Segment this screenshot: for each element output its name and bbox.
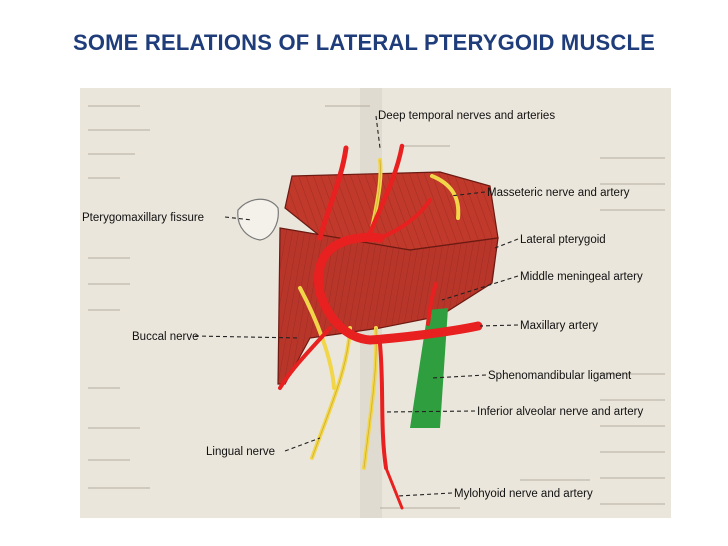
label-lateral-pterygoid: Lateral pterygoid: [520, 234, 606, 246]
slide-title: SOME RELATIONS OF LATERAL PTERYGOID MUSC…: [72, 30, 656, 55]
label-mylohyoid: Mylohyoid nerve and artery: [454, 488, 593, 500]
label-masseteric: Masseteric nerve and artery: [487, 187, 630, 199]
label-deep-temporal: Deep temporal nerves and arteries: [378, 110, 555, 122]
anatomy-diagram: Deep temporal nerves and arteries Masset…: [80, 88, 671, 518]
label-sphenomandibular: Sphenomandibular ligament: [488, 370, 632, 382]
maxillary-artery: [314, 232, 483, 345]
label-inferior-alveolar: Inferior alveolar nerve and artery: [477, 406, 643, 418]
masseteric-nerve: [430, 174, 461, 220]
deep-temporal-artery-2: [365, 143, 405, 241]
leader-lines: [194, 115, 519, 497]
label-buccal: Buccal nerve: [132, 331, 198, 343]
arteries: [278, 143, 483, 510]
inferior-alveolar-artery: [378, 342, 388, 470]
label-maxillary: Maxillary artery: [520, 320, 598, 332]
label-pterygomaxillary: Pterygomaxillary fissure: [82, 212, 204, 224]
label-lingual: Lingual nerve: [206, 446, 275, 458]
mylohyoid-artery: [384, 466, 404, 510]
deep-temporal-artery-1: [317, 145, 349, 241]
buccal-artery: [278, 326, 332, 390]
masseteric-artery: [378, 198, 432, 240]
anatomy-figure: Deep temporal nerves and arteries Masset…: [80, 88, 671, 518]
background-text-lines: [88, 105, 665, 509]
pterygomaxillary-fissure: [237, 198, 279, 241]
middle-meningeal-artery: [426, 282, 438, 326]
label-middle-meningeal: Middle meningeal artery: [520, 271, 643, 283]
sphenomandibular-ligament: [410, 308, 448, 428]
